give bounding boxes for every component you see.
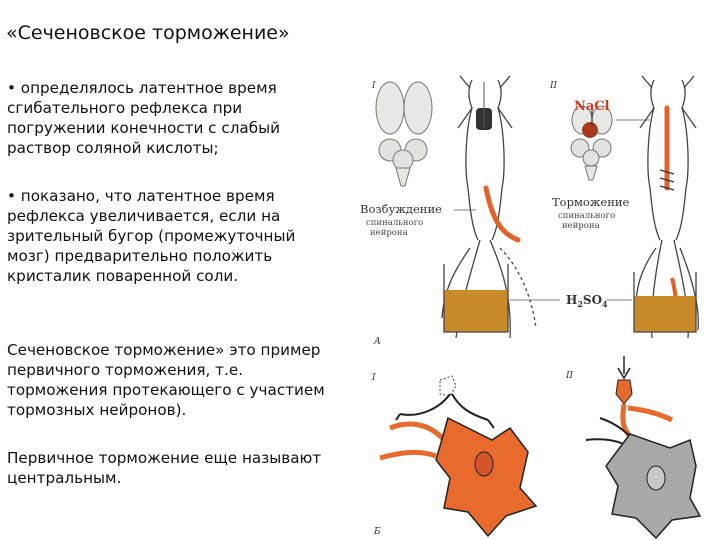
- label-excitation-line3: нейрона: [370, 228, 408, 238]
- frog-right-cord-marks: [659, 169, 675, 191]
- beaker-left: [443, 264, 509, 333]
- label-inhibition: Торможение: [552, 195, 630, 209]
- neuron-excited-icon: [379, 375, 538, 538]
- label-inhibition-line2: спинального: [558, 211, 615, 221]
- brain-left-icon: [375, 81, 433, 187]
- slide-title: «Сеченовское торможение»: [6, 22, 290, 44]
- text-block-latent-time: • определялось латентное время сгибатель…: [7, 79, 280, 157]
- label-h2so4: H2SO4: [566, 293, 608, 309]
- label-excitation-line2: спинального: [366, 218, 423, 228]
- frog-left-nerve: [483, 185, 521, 243]
- neuron-inhibited-icon: [585, 356, 702, 540]
- text-block-latent-increase: • показано, что латентное время рефлекса…: [7, 187, 296, 285]
- label-nacl: NaCl: [574, 99, 610, 114]
- label-I-bottom: I: [371, 373, 376, 383]
- text-block-sechenov-definition: Сеченовское торможение» это пример перви…: [7, 341, 325, 419]
- label-I-top: I: [371, 81, 376, 91]
- label-excitation: Возбуждение: [360, 202, 442, 216]
- beaker-right: [633, 272, 697, 333]
- label-inhibition-line3: нейрона: [562, 221, 600, 231]
- label-B: Б: [373, 527, 381, 537]
- sechenov-inhibition-figure: I II Возбуждение спинального нейрона: [360, 75, 702, 540]
- label-II-top: II: [549, 81, 558, 91]
- text-block-central-inhibition: Первичное торможение еще называют центра…: [7, 449, 322, 487]
- label-II-bottom: II: [565, 371, 574, 381]
- frog-right-icon: [635, 75, 699, 339]
- label-A: А: [373, 337, 381, 347]
- brain-right-icon: [570, 105, 613, 181]
